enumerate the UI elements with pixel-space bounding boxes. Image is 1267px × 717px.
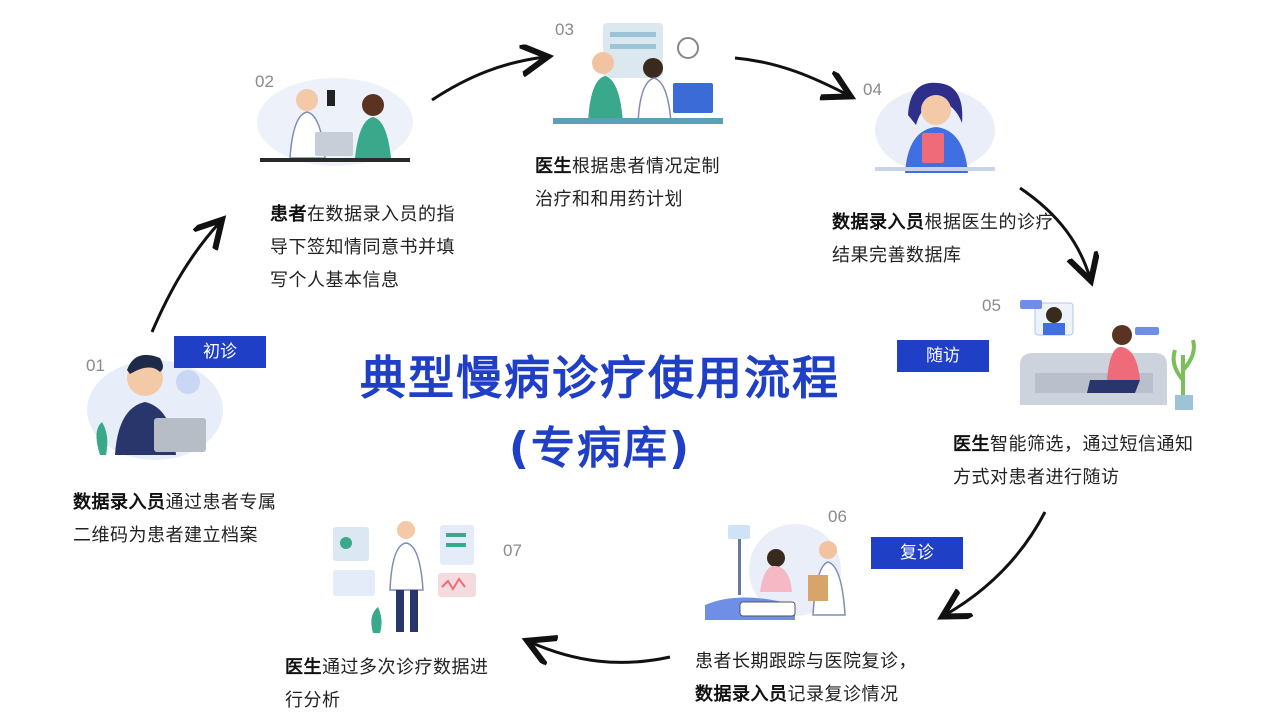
step-05-role: 医生 <box>953 434 990 455</box>
arrow-01-to-02 <box>150 222 220 333</box>
arrow-05-to-06 <box>945 511 1047 615</box>
arrow-06-to-07 <box>530 642 671 662</box>
step-03-text: 根据患者情况定制治疗和和用药计划 <box>535 156 720 210</box>
step-05-text: 智能筛选，通过短信通知方式对患者进行随访 <box>953 434 1194 488</box>
clerk-clipboard-illustration <box>875 82 995 173</box>
main-title: 典型慢病诊疗使用流程 <box>360 351 840 405</box>
patient-consultation-illustration <box>257 78 413 166</box>
step-number-05: 05 <box>982 296 1001 315</box>
tag-followup: 随访 <box>897 340 989 372</box>
arrow-03-to-04 <box>734 56 848 95</box>
step-03-description: 医生根据患者情况定制治疗和和用药计划 <box>535 150 735 216</box>
step-02-role: 患者 <box>270 204 307 225</box>
step-06-pre: 患者长期跟踪与医院复诊， <box>695 651 917 672</box>
step-04-description: 数据录入员根据医生的诊疗结果完善数据库 <box>832 206 1054 272</box>
main-subtitle: (专病库) <box>508 423 692 474</box>
video-call-illustration <box>1020 300 1196 410</box>
step-number-03: 03 <box>555 20 574 39</box>
doctor-charts-illustration <box>333 521 476 633</box>
step-05-description: 医生智能筛选，通过短信通知方式对患者进行随访 <box>953 428 1211 494</box>
step-number-01: 01 <box>86 356 105 375</box>
step-04-role: 数据录入员 <box>832 212 925 233</box>
step-06-role: 数据录入员 <box>695 684 788 705</box>
step-04-text: 根据医生的诊疗结果完善数据库 <box>832 212 1054 266</box>
step-number-02: 02 <box>255 72 274 91</box>
arrow-04-to-05 <box>1019 186 1090 278</box>
tag-revisit: 复诊 <box>871 537 963 569</box>
step-07-role: 医生 <box>285 657 322 678</box>
step-03-role: 医生 <box>535 156 572 177</box>
hospital-bed-illustration <box>705 524 846 620</box>
data-entry-clerk-illustration <box>87 354 223 460</box>
step-number-07: 07 <box>503 541 522 560</box>
step-01-description: 数据录入员通过患者专属二维码为患者建立档案 <box>73 486 291 552</box>
step-07-description: 医生通过多次诊疗数据进行分析 <box>285 651 505 717</box>
step-06-description: 患者长期跟踪与医院复诊， 数据录入员记录复诊情况 <box>695 645 975 711</box>
step-06-text: 记录复诊情况 <box>787 684 899 705</box>
doctor-pharmacy-illustration <box>553 23 723 124</box>
step-01-text: 通过患者专属二维码为患者建立档案 <box>73 492 277 546</box>
step-number-06: 06 <box>828 507 847 526</box>
step-01-role: 数据录入员 <box>73 492 166 513</box>
step-02-text: 在数据录入员的指导下签知情同意书并填写个人基本信息 <box>270 204 455 291</box>
step-number-04: 04 <box>863 80 882 99</box>
tag-first-visit: 初诊 <box>174 336 266 368</box>
step-07-text: 通过多次诊疗数据进行分析 <box>285 657 489 711</box>
step-02-description: 患者在数据录入员的指导下签知情同意书并填写个人基本信息 <box>270 198 466 297</box>
arrow-02-to-03 <box>431 57 545 102</box>
